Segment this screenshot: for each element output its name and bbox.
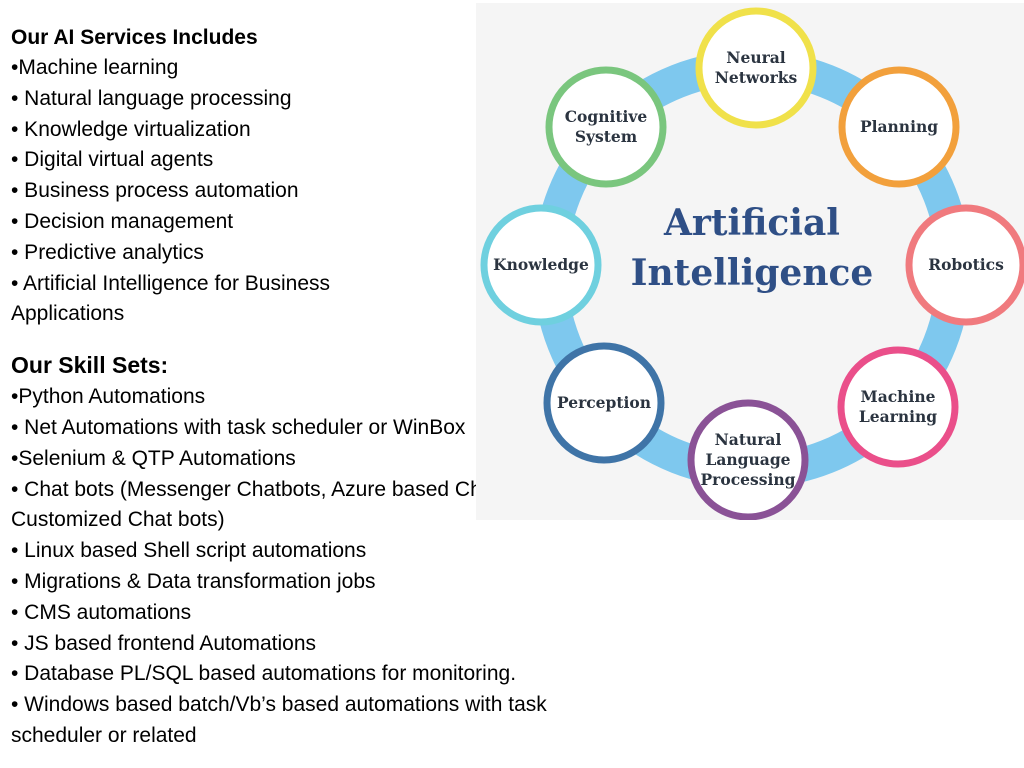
service-item-bpa: • Business process automation: [11, 179, 299, 203]
node-circle-robotics: [905, 204, 1024, 326]
node-circle-perception: [543, 342, 665, 464]
node-label-knowledge: Knowledge: [493, 255, 589, 274]
service-item-ai-business: • Artificial Intelligence for Business A…: [11, 271, 330, 326]
node-label-neural-networks: Neural: [726, 48, 786, 67]
node-circle-knowledge: [480, 204, 602, 326]
skill-item-database: • Database PL/SQL based automations for …: [11, 662, 517, 686]
skill-item-migrations: • Migrations & Data transformation jobs: [11, 569, 376, 593]
center-title-line1: Artificial: [663, 202, 840, 244]
service-item-nlp: • Natural language processing: [11, 86, 292, 110]
text-column: Our AI Services Includes •Machine learni…: [11, 22, 581, 752]
ai-nodes: NeuralNetworksPlanningRoboticsMachineLea…: [480, 7, 1024, 520]
node-label-natural-language-processing: Processing: [701, 470, 796, 489]
skill-item-selenium: •Selenium & QTP Automations: [11, 446, 296, 470]
node-circle-neural-networks: [695, 7, 817, 129]
node-label-natural-language-processing: Natural: [715, 430, 782, 449]
node-label-neural-networks: Networks: [715, 68, 798, 87]
node-planning: Planning: [838, 66, 960, 188]
node-label-machine-learning: Learning: [859, 407, 937, 426]
skill-item-chatbots: • Chat bots (Messenger Chatbots, Azure b…: [11, 477, 551, 532]
skill-item-cms: • CMS automations: [11, 600, 192, 624]
service-item-digital-agents: • Digital virtual agents: [11, 148, 214, 172]
node-label-cognitive-system: System: [575, 127, 638, 146]
node-circle-machine-learning: [837, 346, 959, 468]
node-robotics: Robotics: [905, 204, 1024, 326]
node-label-natural-language-processing: Language: [705, 450, 790, 469]
node-label-robotics: Robotics: [928, 255, 1004, 274]
node-label-perception: Perception: [557, 393, 651, 412]
node-knowledge: Knowledge: [480, 204, 602, 326]
skill-item-python: •Python Automations: [11, 385, 206, 409]
node-label-cognitive-system: Cognitive: [565, 107, 648, 126]
node-perception: Perception: [543, 342, 665, 464]
skills-heading: Our Skill Sets:: [11, 352, 169, 379]
node-label-machine-learning: Machine: [861, 387, 936, 406]
ai-diagram-svg: NeuralNetworksPlanningRoboticsMachineLea…: [480, 7, 1024, 520]
skill-item-windows: • Windows based batch/Vb’s based automat…: [11, 693, 547, 747]
skill-item-net: • Net Automations with task scheduler or…: [11, 415, 466, 439]
center-title-line2: Intelligence: [631, 252, 874, 294]
node-label-planning: Planning: [860, 117, 938, 136]
service-item-predictive-analytics: • Predictive analytics: [11, 240, 204, 264]
node-circle-cognitive-system: [545, 66, 667, 188]
skill-item-linux: • Linux based Shell script automations: [11, 539, 367, 563]
skill-item-js: • JS based frontend Automations: [11, 631, 317, 655]
service-item-decision-management: • Decision management: [11, 209, 234, 233]
node-circle-natural-language-processing: [687, 399, 809, 520]
service-item-machine-learning: •Machine learning: [11, 56, 179, 79]
services-heading: Our AI Services Includes: [11, 26, 258, 49]
node-circle-planning: [838, 66, 960, 188]
service-item-knowledge-virtualization: • Knowledge virtualization: [11, 117, 251, 141]
